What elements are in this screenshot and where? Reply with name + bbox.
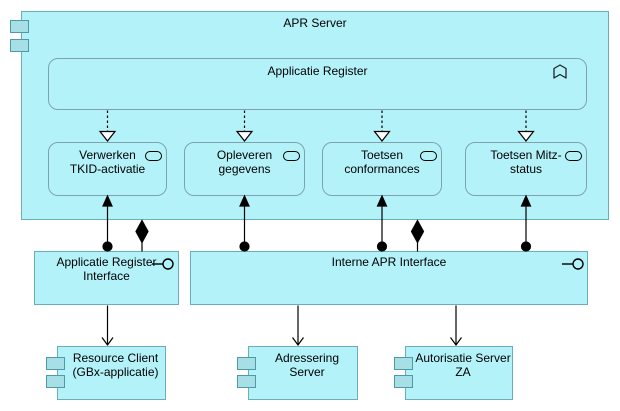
service-label: status xyxy=(509,162,542,176)
service-pill-icon xyxy=(565,151,582,161)
component-label: Server xyxy=(289,365,325,379)
service-node-verwerken-tkid-activatie[interactable]: Verwerken TKID-activatie xyxy=(48,142,167,196)
service-node-toetsen-mitz-status[interactable]: Toetsen Mitz- status xyxy=(465,142,587,196)
component-node-resource-client[interactable]: Resource Client (GBx-applicatie) xyxy=(46,346,166,400)
function-chevron-icon xyxy=(553,64,567,79)
service-label: gegevens xyxy=(218,162,271,176)
service-label: conformances xyxy=(344,162,420,176)
interface-label: Applicatie Register xyxy=(56,255,157,269)
lollipop-interface-icon xyxy=(152,258,174,270)
component-icon xyxy=(237,357,256,370)
interface-node-applicatie-register-interface[interactable]: Applicatie Register Interface xyxy=(34,251,179,305)
service-node-opleveren-gegevens[interactable]: Opleveren gegevens xyxy=(184,142,305,196)
component-node-adressering-server[interactable]: Adressering Server xyxy=(237,346,358,400)
component-label: Adressering xyxy=(274,351,340,365)
service-node-toetsen-conformances[interactable]: Toetsen conformances xyxy=(322,142,442,196)
component-label: Resource Client xyxy=(72,351,159,365)
serving-arrow xyxy=(101,305,462,347)
interface-node-interne-apr-interface[interactable]: Interne APR Interface xyxy=(190,251,588,305)
composition-diamond xyxy=(135,219,425,252)
interface-label: Interne APR Interface xyxy=(331,255,447,269)
component-icon xyxy=(394,357,413,370)
apr-server-label: APR Server xyxy=(283,16,347,30)
service-label: TKID-activatie xyxy=(69,162,146,176)
service-pill-icon xyxy=(420,151,437,161)
component-icon xyxy=(10,39,29,52)
component-icon xyxy=(46,375,65,388)
applicatie-register-label: Applicatie Register xyxy=(267,64,368,78)
component-icon xyxy=(46,357,65,370)
service-label: Toetsen xyxy=(360,148,404,162)
applicatie-register-node[interactable]: Applicatie Register xyxy=(48,58,587,110)
component-label: ZA xyxy=(455,365,471,379)
interface-label: Interface xyxy=(83,269,130,283)
service-label: Opleveren xyxy=(216,148,273,162)
component-icon xyxy=(394,375,413,388)
lollipop-interface-icon xyxy=(562,258,584,270)
component-icon xyxy=(237,375,256,388)
component-label: (GBx-applicatie) xyxy=(72,365,159,379)
component-node-autorisatie-server-za[interactable]: Autorisatie Server ZA xyxy=(394,346,513,400)
component-label: Autorisatie Server xyxy=(415,351,511,365)
service-label: Toetsen Mitz- xyxy=(490,148,562,162)
service-label: Verwerken xyxy=(79,148,136,162)
component-icon xyxy=(10,20,29,33)
service-pill-icon xyxy=(283,151,300,161)
service-pill-icon xyxy=(145,151,162,161)
